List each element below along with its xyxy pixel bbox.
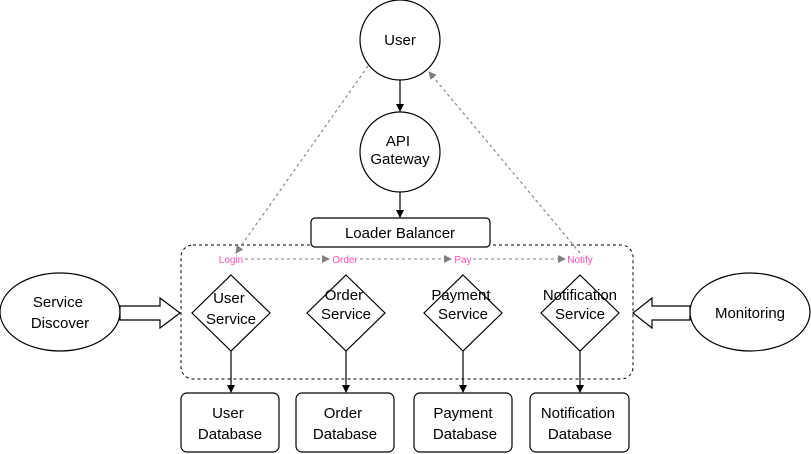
node-user-database-label-2: Database bbox=[198, 426, 262, 443]
svg-text:Payment Service: Payment Service bbox=[431, 287, 494, 323]
flow-label-pay: Pay bbox=[454, 255, 471, 266]
node-user-label: User bbox=[384, 32, 416, 49]
node-notification-service[interactable]: Notification Service bbox=[540, 274, 621, 352]
node-notification-database-label-1: Notification bbox=[541, 405, 615, 422]
svg-text:Payment Database: Payment Database bbox=[433, 405, 497, 443]
svg-text:Notification Database: Notification Database bbox=[541, 405, 619, 443]
node-payment-service-label-2: Service bbox=[438, 306, 488, 323]
node-user-service-label-1: User bbox=[213, 290, 245, 307]
node-user-database-label-1: User bbox=[212, 405, 244, 422]
node-user-service-label-2: Service bbox=[206, 311, 256, 328]
svg-text:Service Discover: Service Discover bbox=[31, 294, 89, 332]
service-discover-hollow-arrow bbox=[119, 296, 181, 330]
node-notification-service-label-1: Notification bbox=[543, 287, 617, 304]
node-load-balancer-label: Loader Balancer bbox=[345, 225, 455, 242]
monitoring-hollow-arrow bbox=[632, 296, 691, 330]
node-payment-database-label-1: Payment bbox=[433, 405, 493, 422]
node-payment-database[interactable]: Payment Database bbox=[413, 392, 513, 453]
node-monitoring-label: Monitoring bbox=[715, 305, 785, 322]
svg-text:Notification Service: Notification Service bbox=[543, 287, 621, 323]
svg-text:Monitoring: Monitoring bbox=[715, 305, 785, 322]
node-service-discover[interactable]: Service Discover bbox=[0, 272, 121, 352]
node-order-database-label-1: Order bbox=[324, 405, 362, 422]
svg-text:User: User bbox=[384, 32, 416, 49]
svg-text:User Database: User Database bbox=[198, 405, 262, 443]
node-payment-database-label-2: Database bbox=[433, 426, 497, 443]
node-notification-database-label-2: Database bbox=[548, 426, 612, 443]
node-order-service-label-1: Order bbox=[325, 287, 363, 304]
node-user-service[interactable]: User Service bbox=[191, 274, 271, 352]
svg-text:Order Database: Order Database bbox=[313, 405, 377, 443]
node-notification-database[interactable]: Notification Database bbox=[529, 392, 630, 453]
flow-label-notify: Notify bbox=[567, 255, 593, 266]
node-user[interactable]: User bbox=[359, 0, 441, 81]
svg-text:Order Service: Order Service bbox=[321, 287, 371, 323]
node-monitoring[interactable]: Monitoring bbox=[689, 272, 811, 352]
svg-text:User Service: User Service bbox=[206, 290, 256, 328]
node-service-discover-label-1: Service bbox=[33, 294, 83, 311]
node-api-gateway-label-2: Gateway bbox=[370, 151, 430, 168]
flow-label-login: Login bbox=[219, 255, 243, 266]
node-load-balancer[interactable]: Loader Balancer bbox=[310, 217, 491, 248]
node-order-service-label-2: Service bbox=[321, 306, 371, 323]
node-payment-service-label-1: Payment bbox=[431, 287, 491, 304]
node-order-database[interactable]: Order Database bbox=[295, 392, 395, 453]
node-order-service[interactable]: Order Service bbox=[306, 274, 386, 352]
svg-text:API Gateway: API Gateway bbox=[370, 133, 430, 168]
node-order-database-label-2: Database bbox=[313, 426, 377, 443]
edge-user-to-login bbox=[235, 65, 369, 254]
flow-label-order: Order bbox=[332, 255, 358, 266]
node-notification-service-label-2: Service bbox=[555, 306, 605, 323]
node-api-gateway-label-1: API bbox=[386, 133, 410, 150]
svg-text:Loader Balancer: Loader Balancer bbox=[345, 225, 455, 242]
node-service-discover-label-2: Discover bbox=[31, 315, 89, 332]
node-api-gateway[interactable]: API Gateway bbox=[359, 111, 441, 193]
node-payment-service[interactable]: Payment Service bbox=[423, 274, 503, 352]
node-user-database[interactable]: User Database bbox=[180, 392, 280, 453]
